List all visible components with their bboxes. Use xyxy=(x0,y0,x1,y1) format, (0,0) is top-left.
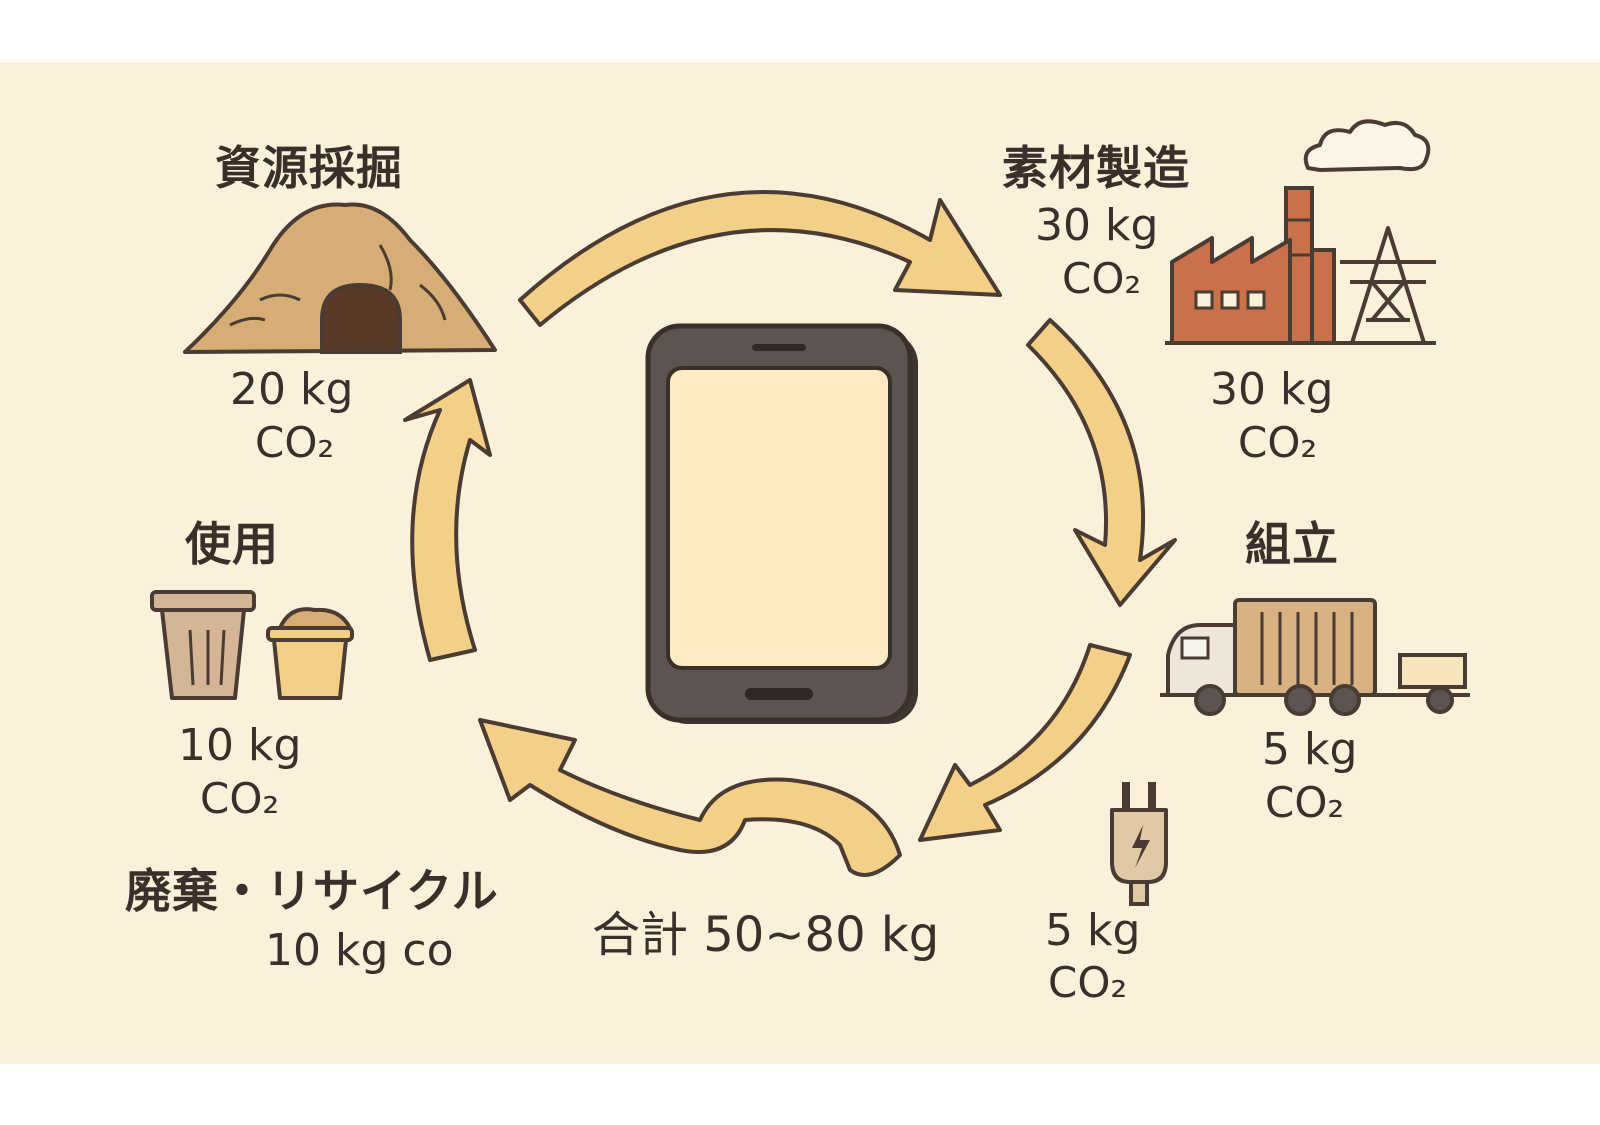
materials-unit-2: CO₂ xyxy=(1238,418,1318,467)
mining-title: 資源採掘 xyxy=(215,141,403,195)
cloud-icon xyxy=(1303,119,1431,172)
cycle-arrow-right xyxy=(1026,318,1177,607)
usage-value: 10 kg xyxy=(178,720,302,771)
trash-can-icon xyxy=(150,590,256,700)
cycle-arrow-bottom xyxy=(478,718,902,877)
assembly-unit: CO₂ xyxy=(1265,778,1345,827)
truck-icon xyxy=(1160,598,1470,716)
cycle-arrow-bottom-right xyxy=(918,643,1132,842)
disposal-value: 10 kg co xyxy=(265,925,454,976)
mining-value: 20 kg xyxy=(230,364,354,415)
assembly-title: 組立 xyxy=(1245,517,1339,571)
materials-value: 30 kg xyxy=(1035,200,1159,251)
materials-unit: CO₂ xyxy=(1062,254,1142,303)
materials-value-2: 30 kg xyxy=(1210,364,1334,415)
cycle-arrow-left xyxy=(403,378,492,662)
materials-title: 素材製造 xyxy=(1002,141,1190,195)
plug-icon xyxy=(1110,782,1168,906)
disposal-title: 廃棄・リサイクル xyxy=(125,864,499,918)
assembly-value: 5 kg xyxy=(1262,724,1358,775)
smartphone-icon xyxy=(645,323,918,724)
factory-icon xyxy=(1165,186,1345,345)
power-unit: CO₂ xyxy=(1048,958,1128,1007)
power-value: 5 kg xyxy=(1045,905,1141,956)
cycle-arrow-top xyxy=(518,190,1002,327)
usage-unit: CO₂ xyxy=(200,774,280,823)
mining-unit: CO₂ xyxy=(255,418,335,467)
total-label: 合計 50~80 kg xyxy=(592,907,940,963)
usage-title: 使用 xyxy=(185,517,279,571)
mountain-mine-icon xyxy=(183,202,497,354)
power-tower-icon xyxy=(1340,226,1436,345)
bucket-icon xyxy=(266,607,354,700)
